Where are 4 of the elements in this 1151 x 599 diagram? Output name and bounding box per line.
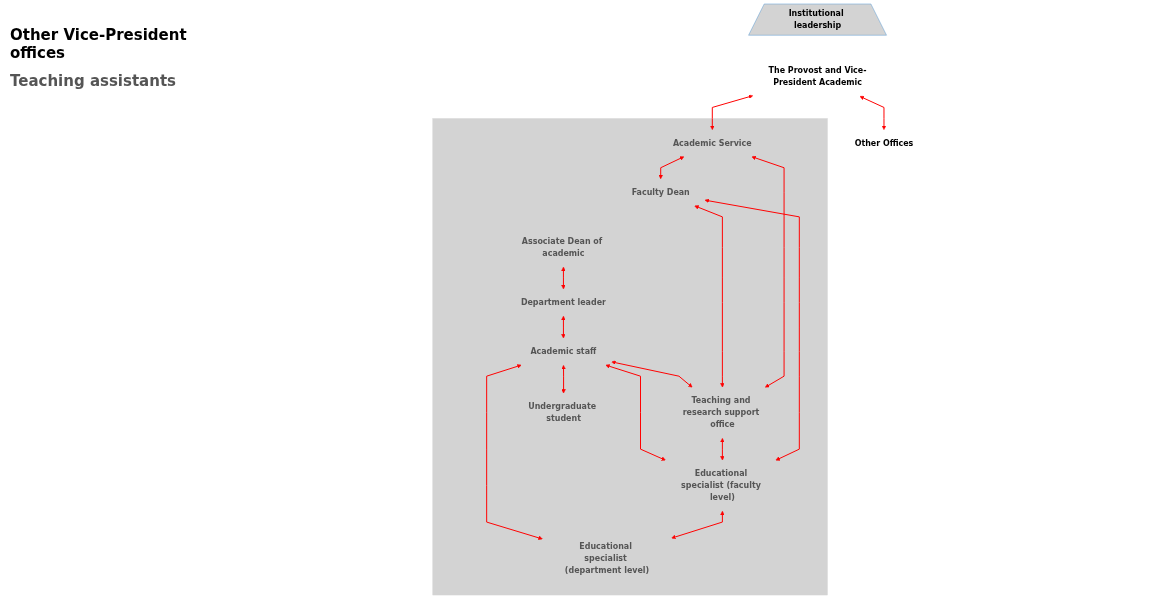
group-label: Teaching assistants [10,72,177,90]
cluster [432,118,828,596]
arrow [486,364,543,540]
office-label: Other Vice-President offices [10,26,188,62]
